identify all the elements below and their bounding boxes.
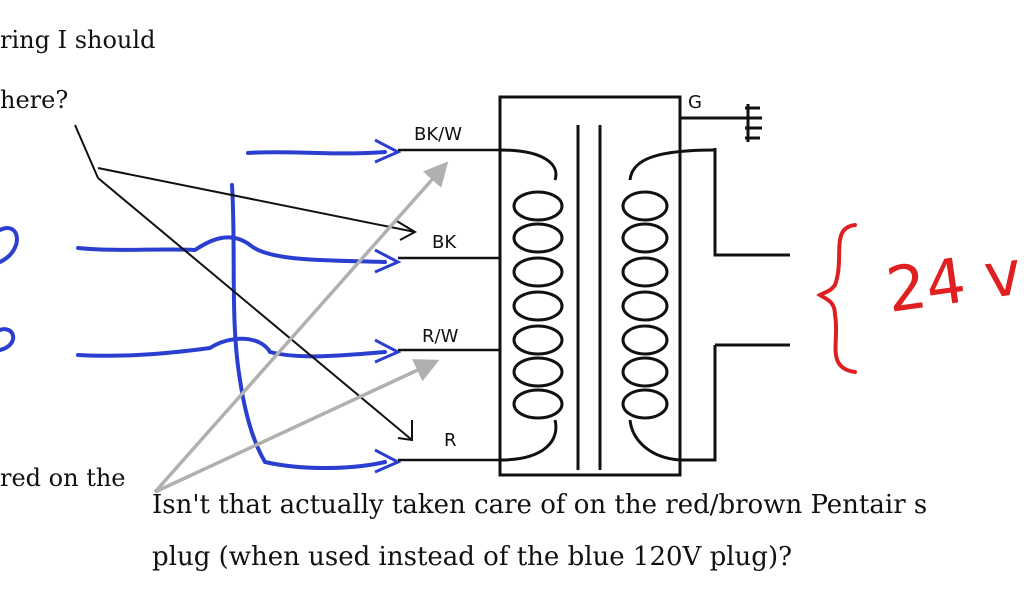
blue-arrowheads bbox=[374, 138, 402, 474]
annotation-top-line2: here? bbox=[0, 86, 69, 114]
output-brace bbox=[816, 223, 857, 374]
annotation-top-line1: ring I should bbox=[0, 26, 156, 54]
wire-label-bk-w: BK/W bbox=[414, 124, 462, 145]
question-line1: Isn't that actually taken care of on the… bbox=[152, 490, 928, 520]
wire-label-r-w: R/W bbox=[422, 326, 459, 347]
transformer bbox=[498, 95, 682, 477]
output-voltage-label: 24 v bbox=[882, 236, 1024, 327]
question-line2: plug (when used instead of the blue 120V… bbox=[152, 542, 793, 572]
wire-label-bk: BK bbox=[432, 232, 457, 253]
secondary-coil bbox=[621, 148, 716, 462]
ground-label: G bbox=[688, 92, 702, 113]
annotation-left-text: red on the bbox=[0, 464, 126, 492]
primary-leads bbox=[398, 148, 500, 462]
wire-label-r: R bbox=[444, 430, 457, 451]
ground-connection bbox=[680, 104, 762, 142]
blue-wires bbox=[0, 150, 387, 470]
primary-coil bbox=[499, 148, 564, 462]
secondary-leads bbox=[680, 148, 790, 462]
gray-arrows bbox=[153, 161, 449, 494]
